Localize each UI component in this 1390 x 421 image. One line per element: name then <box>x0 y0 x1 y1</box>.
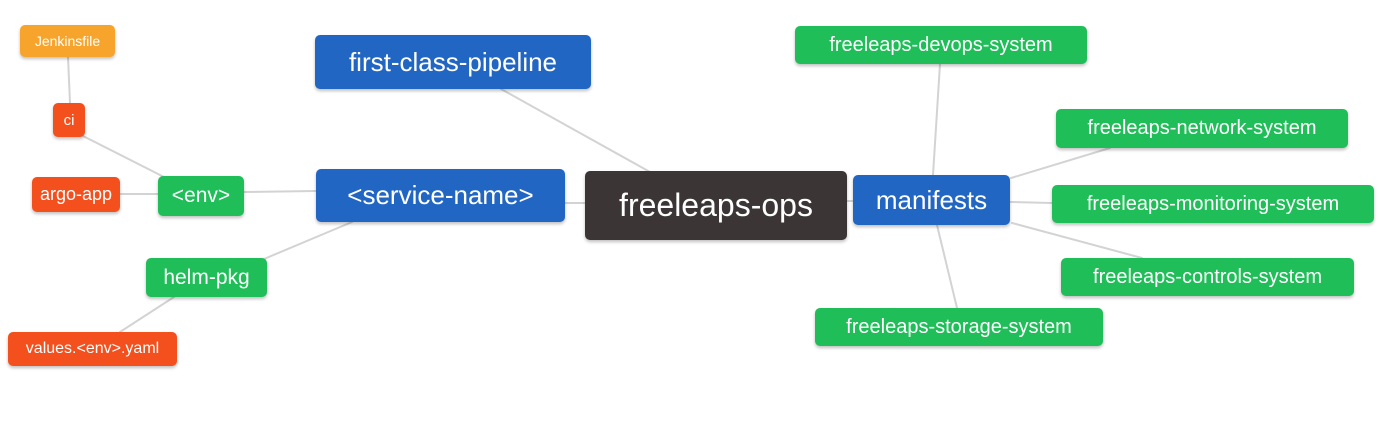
node-freeleaps-storage-system[interactable]: freeleaps-storage-system <box>815 308 1103 346</box>
node-jenkinsfile[interactable]: Jenkinsfile <box>20 25 115 57</box>
node-freeleaps-network-system[interactable]: freeleaps-network-system <box>1056 109 1348 148</box>
edge-service-name-helm-pkg <box>263 221 353 260</box>
edge-manifests-devops <box>932 63 941 176</box>
edge-ci-env <box>82 135 165 178</box>
edge-manifests-monitoring <box>1009 201 1053 204</box>
node-service-name[interactable]: <service-name> <box>316 169 565 222</box>
node-argo-app[interactable]: argo-app <box>32 177 120 212</box>
edge-first-class-pipeline-root <box>500 88 651 173</box>
node-freeleaps-controls-system[interactable]: freeleaps-controls-system <box>1061 258 1354 296</box>
node-freeleaps-devops-system[interactable]: freeleaps-devops-system <box>795 26 1087 64</box>
edge-jenkinsfile-ci <box>67 56 71 104</box>
node-freeleaps-ops[interactable]: freeleaps-ops <box>585 171 847 240</box>
node-manifests[interactable]: manifests <box>853 175 1010 225</box>
edge-manifests-controls <box>1011 222 1143 259</box>
node-helm-pkg[interactable]: helm-pkg <box>146 258 267 297</box>
node-values-env-yaml[interactable]: values.<env>.yaml <box>8 332 177 366</box>
edge-manifests-storage <box>936 224 958 309</box>
node-freeleaps-monitoring-system[interactable]: freeleaps-monitoring-system <box>1052 185 1374 223</box>
edge-helm-pkg-values <box>119 296 175 333</box>
edge-manifests-network <box>1010 147 1111 179</box>
edge-env-service-name <box>243 190 317 193</box>
node-first-class-pipeline[interactable]: first-class-pipeline <box>315 35 591 89</box>
node-env[interactable]: <env> <box>158 176 244 216</box>
node-ci[interactable]: ci <box>53 103 85 137</box>
